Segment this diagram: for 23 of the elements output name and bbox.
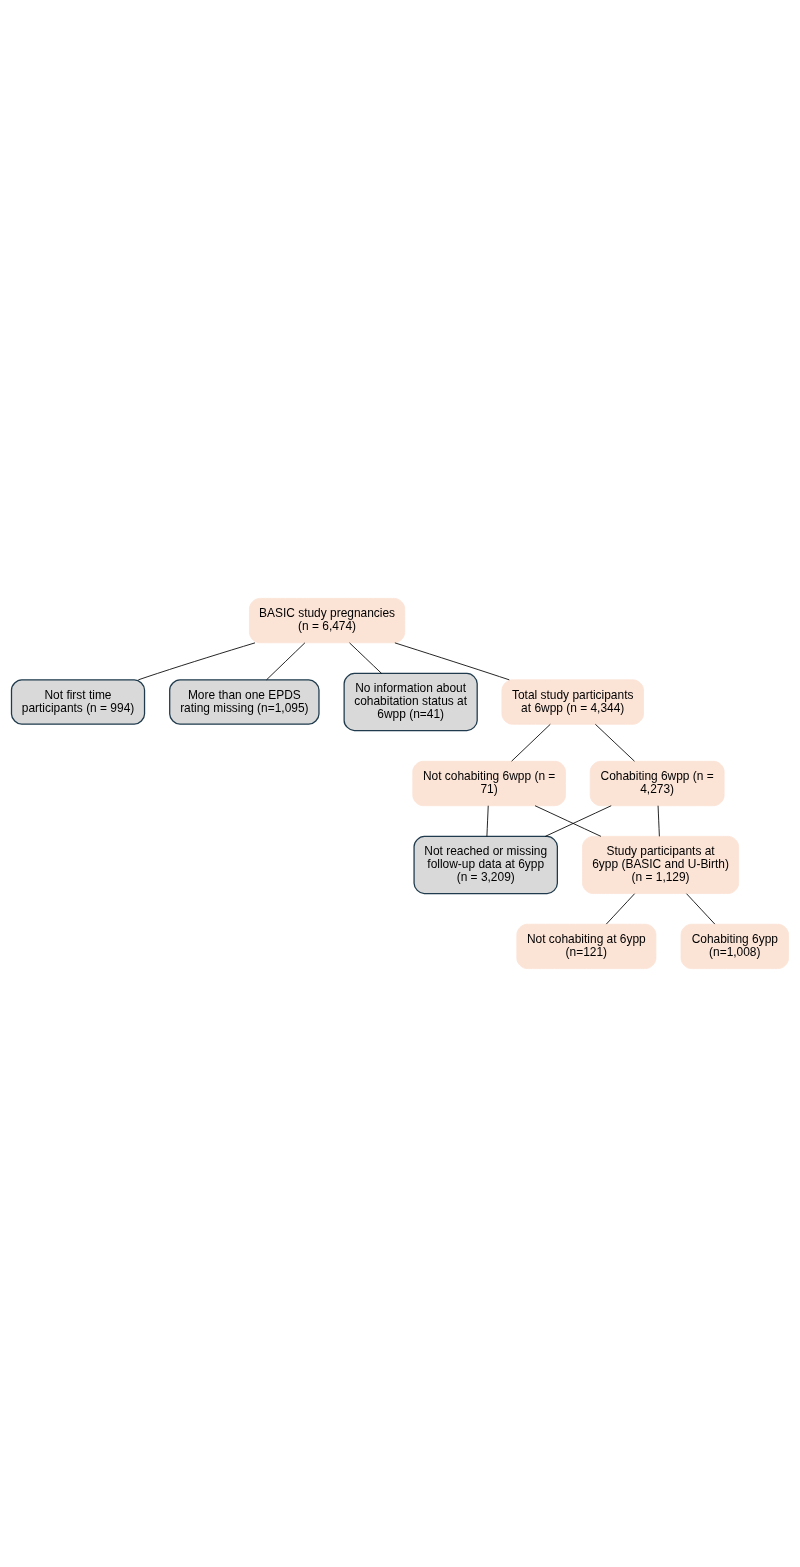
node-box: Total study participants at 6wpp (n = 4,344) xyxy=(501,679,644,725)
node-box: Not reached or missing follow-up data at 6ypp (n = 3,209) xyxy=(413,835,558,895)
node-box: No information about cohabitation status at 6wpp (n=41) xyxy=(343,672,478,732)
connector xyxy=(657,805,660,837)
connector xyxy=(266,642,306,681)
connector xyxy=(544,805,612,837)
connector xyxy=(594,723,635,762)
connector xyxy=(349,642,382,674)
connector xyxy=(686,893,716,925)
node-box: Cohabiting 6wpp (n = 4,273) xyxy=(589,760,725,807)
connector xyxy=(605,893,636,925)
node-box: Not cohabiting 6wpp (n = 71) xyxy=(412,760,566,807)
node-box: Not first time participants (n = 994) xyxy=(10,679,146,725)
connector xyxy=(511,723,551,762)
node-box: Study participants at 6ypp (BASIC and U-Birth) (n = 1,129) xyxy=(582,835,740,894)
node-box: Cohabiting 6ypp (n=1,008) xyxy=(680,923,789,969)
connector xyxy=(137,642,256,681)
node-box: BASIC study pregnancies (n = 6,474) xyxy=(249,598,406,644)
node-box: Not cohabiting at 6ypp (n=121) xyxy=(516,923,657,969)
connector xyxy=(534,805,602,837)
connector xyxy=(394,642,510,681)
node-box: More than one EPDS rating missing (n=1,095) xyxy=(169,679,320,725)
connector xyxy=(486,805,489,837)
